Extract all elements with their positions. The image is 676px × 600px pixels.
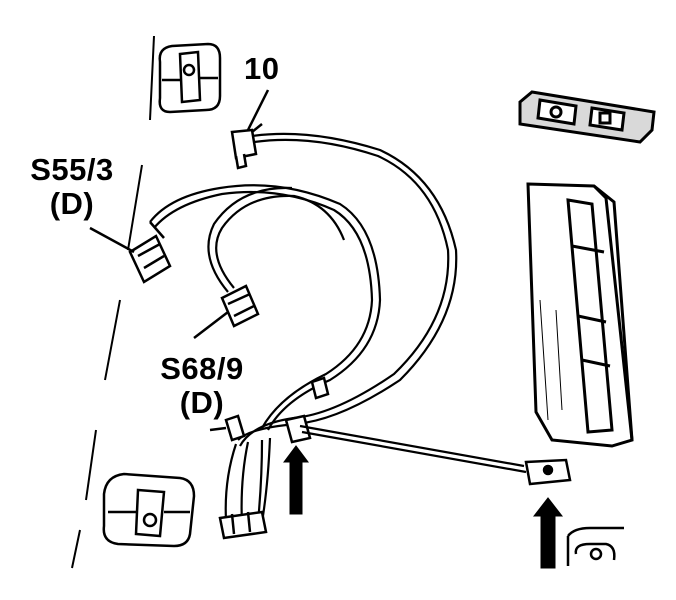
trim-panel-right (526, 182, 634, 448)
harness-junction (209, 376, 330, 444)
panel-edge-line (71, 35, 155, 569)
mounting-clip-bottom (102, 472, 196, 548)
label-s68-9-code: S68/9 (160, 351, 244, 386)
ring-terminal (524, 458, 572, 486)
connector-s68-9 (220, 284, 260, 328)
connector-bottom (218, 510, 268, 540)
ground-cable (299, 424, 527, 474)
mounting-clip-bottom-right (566, 526, 624, 566)
connector-s55-3 (128, 221, 172, 284)
leader-line-s68-9 (193, 311, 229, 339)
label-s55-3-variant: (D) (49, 186, 95, 221)
arrow-up-icon (283, 445, 309, 515)
arrow-up-icon (532, 497, 564, 569)
label-s55-3-code: S55/3 (30, 152, 114, 187)
label-s68-9-variant: (D) (179, 385, 225, 420)
connector-10 (230, 123, 263, 170)
mounting-clip-top (158, 42, 222, 114)
label-10: 10 (244, 51, 280, 86)
label-s55-3: S55/3 (D) (14, 153, 130, 221)
bracket-top-right (518, 90, 656, 144)
leader-line-s55-3 (89, 226, 135, 254)
leader-line-10 (246, 89, 270, 131)
label-s68-9: S68/9 (D) (143, 352, 261, 420)
wiring-harness (149, 132, 458, 525)
